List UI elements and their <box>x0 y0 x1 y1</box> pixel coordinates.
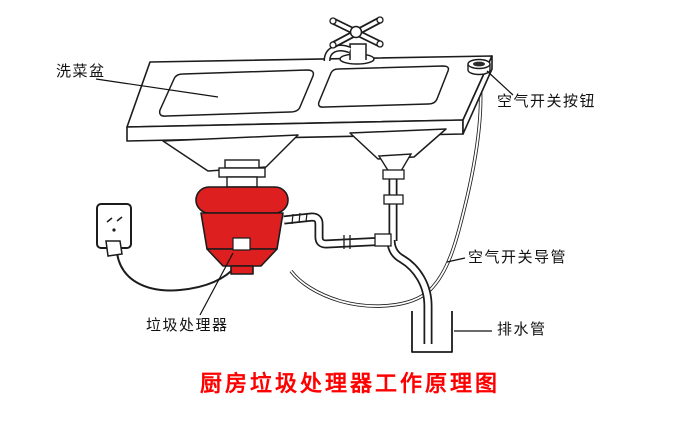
air-switch-button <box>467 58 491 76</box>
sink-basins <box>158 65 450 117</box>
air-switch-button-label: 空气开关按钮 <box>497 92 597 110</box>
left-bowl <box>162 134 299 172</box>
power-cord <box>116 252 238 292</box>
power-outlet <box>96 203 132 257</box>
right-bowl <box>349 128 447 160</box>
air-switch-conduit <box>289 69 483 308</box>
air-switch-conduit-label: 空气开关导管 <box>468 248 568 266</box>
drain-pipe-label: 排水管 <box>497 320 547 338</box>
right-basin <box>317 65 450 108</box>
left-basin <box>158 69 315 117</box>
disposer-outlet-pipe <box>283 212 387 249</box>
faucet-cross-handle <box>329 16 384 49</box>
diagram-title: 厨房垃圾处理器工作原理图 <box>199 372 500 397</box>
disposer-mount <box>218 159 266 188</box>
leader-lines <box>95 70 514 332</box>
air-switch-button-leader-line <box>486 70 514 96</box>
right-basin-trap <box>377 153 413 241</box>
sink-leader-line <box>95 78 219 98</box>
disposer-unit <box>195 186 289 275</box>
faucet <box>323 16 384 65</box>
main-drain-pipe <box>374 233 433 344</box>
sink-label: 洗菜盆 <box>56 62 106 80</box>
disposer-nameplate <box>232 237 251 251</box>
power-plug <box>105 240 123 257</box>
disposer-leader-line <box>199 252 234 316</box>
air-conduit-leader-line <box>446 257 466 263</box>
disposer-label: 垃圾处理器 <box>146 316 229 334</box>
sink-bowls <box>162 128 447 172</box>
